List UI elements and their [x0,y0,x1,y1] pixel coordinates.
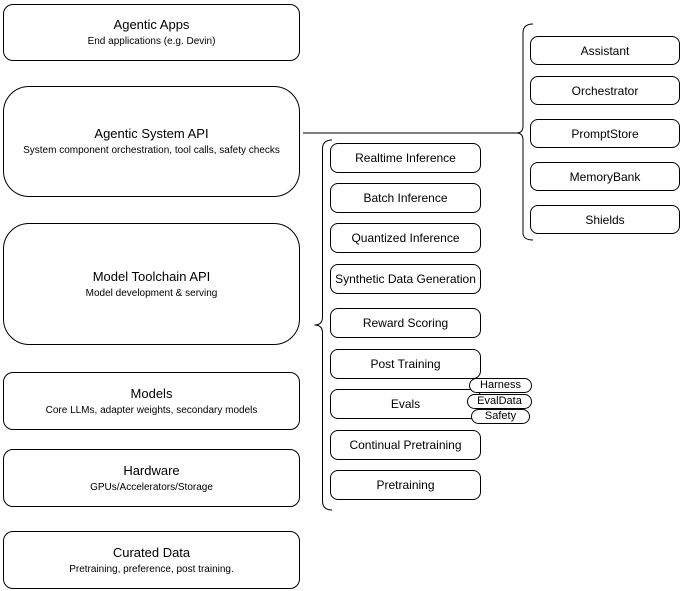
eval-tag-label: Safety [484,410,517,422]
toolchain-box-pretraining: Pretraining [330,470,481,500]
eval-tag-label: EvalData [477,395,522,407]
layer-subtitle: Core LLMs, adapter weights, secondary mo… [45,404,258,416]
toolchain-label: Synthetic Data Generation [335,272,476,286]
layer-title: Agentic Apps [113,17,190,32]
eval-tag-label: Harness [480,379,521,391]
toolchain-label: Reward Scoring [362,316,449,330]
toolchain-box-evals: Evals [330,389,481,419]
component-box-assistant: Assistant [530,36,680,65]
layer-box-hardware: Hardware GPUs/Accelerators/Storage [3,449,300,507]
eval-tag-safety: Safety [471,409,530,424]
toolchain-label: Pretraining [376,478,435,492]
toolchain-box-continual-pretraining: Continual Pretraining [330,430,481,460]
toolchain-label: Quantized Inference [351,231,460,245]
layer-subtitle: Pretraining, preference, post training. [69,563,234,575]
layer-box-models: Models Core LLMs, adapter weights, secon… [3,372,300,430]
component-label: Shields [585,212,625,227]
toolchain-label: Evals [390,397,421,411]
layer-subtitle: Model development & serving [85,287,218,299]
layer-title: Hardware [123,462,180,478]
toolchain-label: Post Training [370,357,441,371]
toolchain-box-batch-inference: Batch Inference [330,183,481,213]
toolchain-label: Realtime Inference [355,151,456,165]
component-label: Orchestrator [571,83,639,98]
component-label: Assistant [580,43,630,58]
layer-box-model-toolchain-api: Model Toolchain API Model development & … [3,223,300,345]
component-box-orchestrator: Orchestrator [530,76,680,105]
layer-title: Agentic System API [94,126,209,141]
toolchain-box-realtime-inference: Realtime Inference [330,143,481,173]
toolchain-box-synthetic-data-generation: Synthetic Data Generation [330,264,481,294]
toolchain-box-post-training: Post Training [330,349,481,379]
layer-box-agentic-apps: Agentic Apps End applications (e.g. Devi… [3,4,300,61]
layer-box-agentic-system-api: Agentic System API System component orch… [3,86,300,197]
eval-tag-evaldata: EvalData [467,394,532,409]
layer-subtitle: GPUs/Accelerators/Storage [90,481,213,493]
toolchain-label: Batch Inference [363,191,448,205]
component-box-shields: Shields [530,205,680,234]
layer-subtitle: End applications (e.g. Devin) [87,36,216,47]
layer-title: Model Toolchain API [92,268,211,284]
component-label: PromptStore [571,126,639,141]
eval-tag-harness: Harness [469,378,532,393]
toolchain-box-reward-scoring: Reward Scoring [330,308,481,338]
component-box-memorybank: MemoryBank [530,162,680,191]
toolchain-label: Continual Pretraining [349,438,462,452]
component-label: MemoryBank [569,169,641,184]
component-box-promptstore: PromptStore [530,119,680,148]
layer-subtitle: System component orchestration, tool cal… [23,145,280,156]
layer-box-curated-data: Curated Data Pretraining, preference, po… [3,531,300,589]
layer-title: Models [130,385,173,401]
toolchain-box-quantized-inference: Quantized Inference [330,223,481,253]
layer-title: Curated Data [112,544,191,560]
